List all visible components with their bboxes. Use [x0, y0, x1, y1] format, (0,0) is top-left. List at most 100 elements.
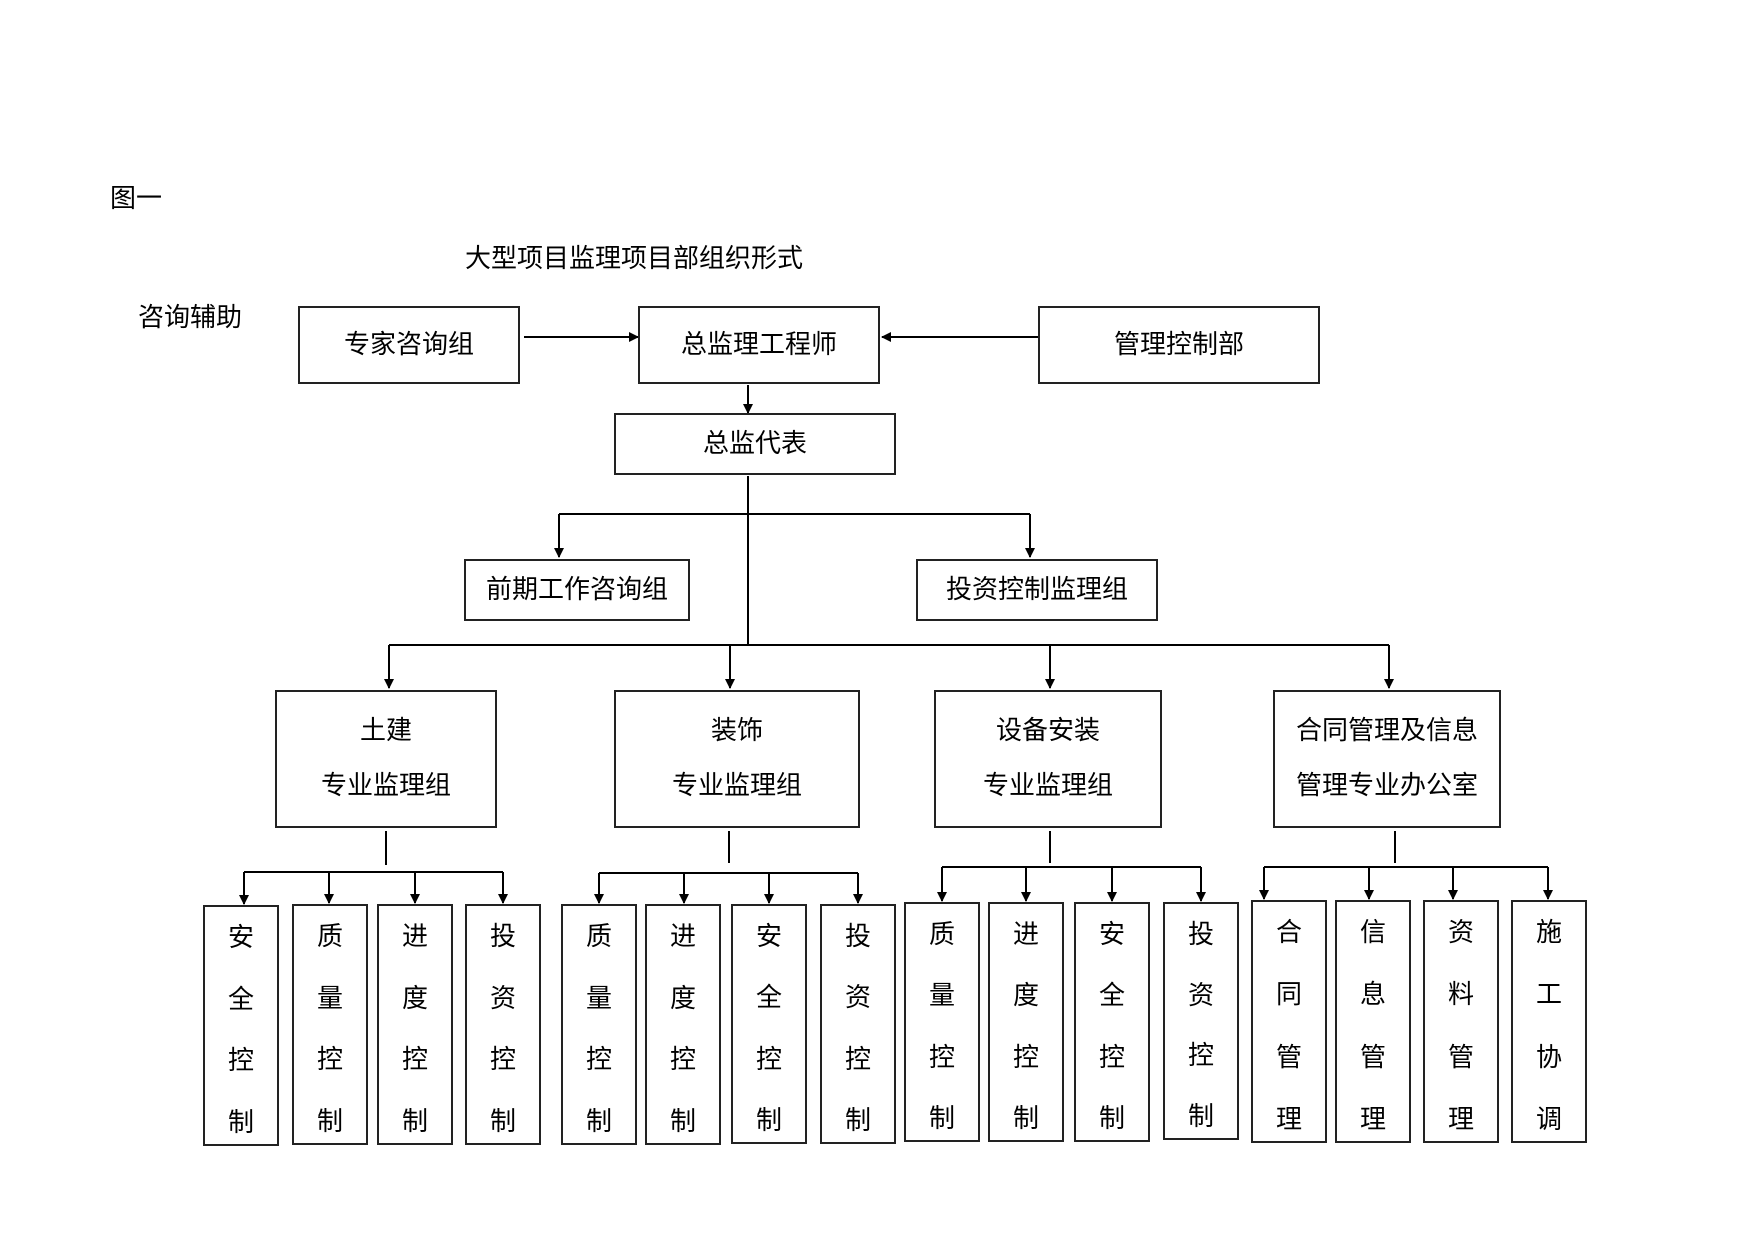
group-title: 装饰	[710, 716, 763, 747]
leaf-char: 控	[401, 1045, 428, 1076]
leaf-box: 安 全 控 制	[203, 905, 279, 1146]
leaf-char: 制	[928, 1103, 955, 1134]
chart-title: 大型项目监理项目部组织形式	[465, 244, 804, 274]
leaf-char: 工	[1535, 980, 1562, 1011]
group-box-contract: 合同管理及信息 管理专业办公室	[1273, 690, 1501, 828]
leaf-char: 度	[401, 983, 428, 1014]
leaf-char: 控	[316, 1045, 343, 1076]
leaf-char: 进	[401, 922, 428, 952]
group-subtitle: 管理专业办公室	[1295, 771, 1478, 802]
leaf-box: 投 资 控 制	[1163, 902, 1239, 1140]
expert-consult-label: 专家咨询组	[343, 329, 474, 360]
side-label: 咨询辅助	[138, 303, 243, 333]
leaf-char: 控	[1012, 1042, 1039, 1073]
leaf-char: 资	[1447, 918, 1474, 948]
leaf-char: 度	[1012, 981, 1039, 1012]
leaf-box: 进 度 控 制	[988, 902, 1064, 1142]
leaf-char: 管	[1447, 1042, 1474, 1073]
leaf-char: 同	[1275, 980, 1302, 1011]
invest-control-group-label: 投资控制监理组	[945, 574, 1128, 605]
chief-engineer-label: 总监理工程师	[680, 329, 837, 360]
early-consult-box: 前期工作咨询组	[464, 559, 690, 621]
leaf-char: 料	[1447, 980, 1474, 1011]
leaf-char: 管	[1359, 1042, 1386, 1073]
leaf-box: 安 全 控 制	[731, 904, 807, 1144]
leaf-char: 合	[1275, 918, 1302, 948]
leaf-char: 全	[1098, 981, 1125, 1012]
leaf-char: 管	[1275, 1042, 1302, 1073]
group-subtitle: 专业监理组	[671, 771, 802, 802]
leaf-char: 制	[316, 1106, 343, 1137]
leaf-char: 安	[1098, 920, 1125, 950]
leaf-box: 资 料 管 理	[1423, 900, 1499, 1143]
leaf-char: 理	[1447, 1104, 1474, 1135]
leaf-char: 制	[1187, 1101, 1214, 1132]
leaf-box: 投 资 控 制	[820, 904, 896, 1144]
chief-engineer-box: 总监理工程师	[638, 306, 880, 384]
group-title: 土建	[359, 716, 412, 747]
leaf-char: 质	[585, 922, 612, 952]
leaf-box: 进 度 控 制	[645, 904, 721, 1145]
group-title: 设备安装	[995, 716, 1100, 747]
leaf-char: 理	[1275, 1104, 1302, 1135]
leaf-char: 息	[1359, 980, 1386, 1011]
leaf-char: 理	[1359, 1104, 1386, 1135]
leaf-char: 控	[1187, 1041, 1214, 1072]
leaf-char: 量	[316, 983, 343, 1014]
leaf-char: 度	[669, 983, 696, 1014]
early-consult-label: 前期工作咨询组	[485, 574, 668, 605]
leaf-box: 质 量 控 制	[561, 904, 637, 1145]
group-title: 合同管理及信息	[1295, 716, 1478, 747]
group-box-civil: 土建 专业监理组	[275, 690, 497, 828]
leaf-char: 协	[1535, 1042, 1562, 1073]
leaf-char: 制	[489, 1106, 516, 1137]
leaf-char: 量	[585, 983, 612, 1014]
leaf-char: 安	[227, 923, 254, 953]
leaf-char: 资	[844, 983, 871, 1014]
leaf-char: 信	[1359, 918, 1386, 948]
leaf-char: 控	[585, 1045, 612, 1076]
leaf-char: 投	[844, 922, 871, 952]
leaf-char: 质	[316, 922, 343, 952]
leaf-char: 制	[227, 1107, 254, 1138]
leaf-char: 质	[928, 920, 955, 950]
group-subtitle: 专业监理组	[320, 771, 451, 802]
leaf-char: 进	[669, 922, 696, 952]
leaf-char: 进	[1012, 920, 1039, 950]
leaf-char: 控	[928, 1042, 955, 1073]
leaf-char: 资	[489, 983, 516, 1014]
group-subtitle: 专业监理组	[982, 771, 1113, 802]
leaf-char: 投	[1187, 920, 1214, 950]
leaf-char: 控	[669, 1045, 696, 1076]
leaf-box: 质 量 控 制	[904, 902, 980, 1142]
leaf-char: 安	[755, 922, 782, 952]
leaf-char: 制	[401, 1106, 428, 1137]
leaf-box: 进 度 控 制	[377, 904, 453, 1145]
leaf-char: 控	[489, 1045, 516, 1076]
leaf-box: 安 全 控 制	[1074, 902, 1150, 1142]
leaf-char: 调	[1535, 1104, 1562, 1135]
mgmt-control-box: 管理控制部	[1038, 306, 1320, 384]
figure-label: 图一	[110, 184, 163, 214]
leaf-char: 制	[669, 1106, 696, 1137]
leaf-char: 控	[1098, 1042, 1125, 1073]
leaf-box: 合 同 管 理	[1251, 900, 1327, 1143]
leaf-char: 制	[1012, 1103, 1039, 1134]
leaf-char: 制	[585, 1106, 612, 1137]
leaf-char: 制	[755, 1105, 782, 1136]
leaf-char: 量	[928, 981, 955, 1012]
group-box-equipment: 设备安装 专业监理组	[934, 690, 1162, 828]
leaf-char: 施	[1535, 918, 1562, 948]
mgmt-control-label: 管理控制部	[1113, 329, 1244, 360]
leaf-char: 投	[489, 922, 516, 952]
leaf-char: 制	[1098, 1103, 1125, 1134]
leaf-char: 制	[844, 1105, 871, 1136]
leaf-char: 资	[1187, 980, 1214, 1011]
leaf-char: 控	[844, 1044, 871, 1075]
leaf-char: 控	[227, 1046, 254, 1077]
deputy-label: 总监代表	[702, 428, 807, 459]
leaf-char: 全	[227, 984, 254, 1015]
group-box-decoration: 装饰 专业监理组	[614, 690, 860, 828]
leaf-box: 投 资 控 制	[465, 904, 541, 1145]
